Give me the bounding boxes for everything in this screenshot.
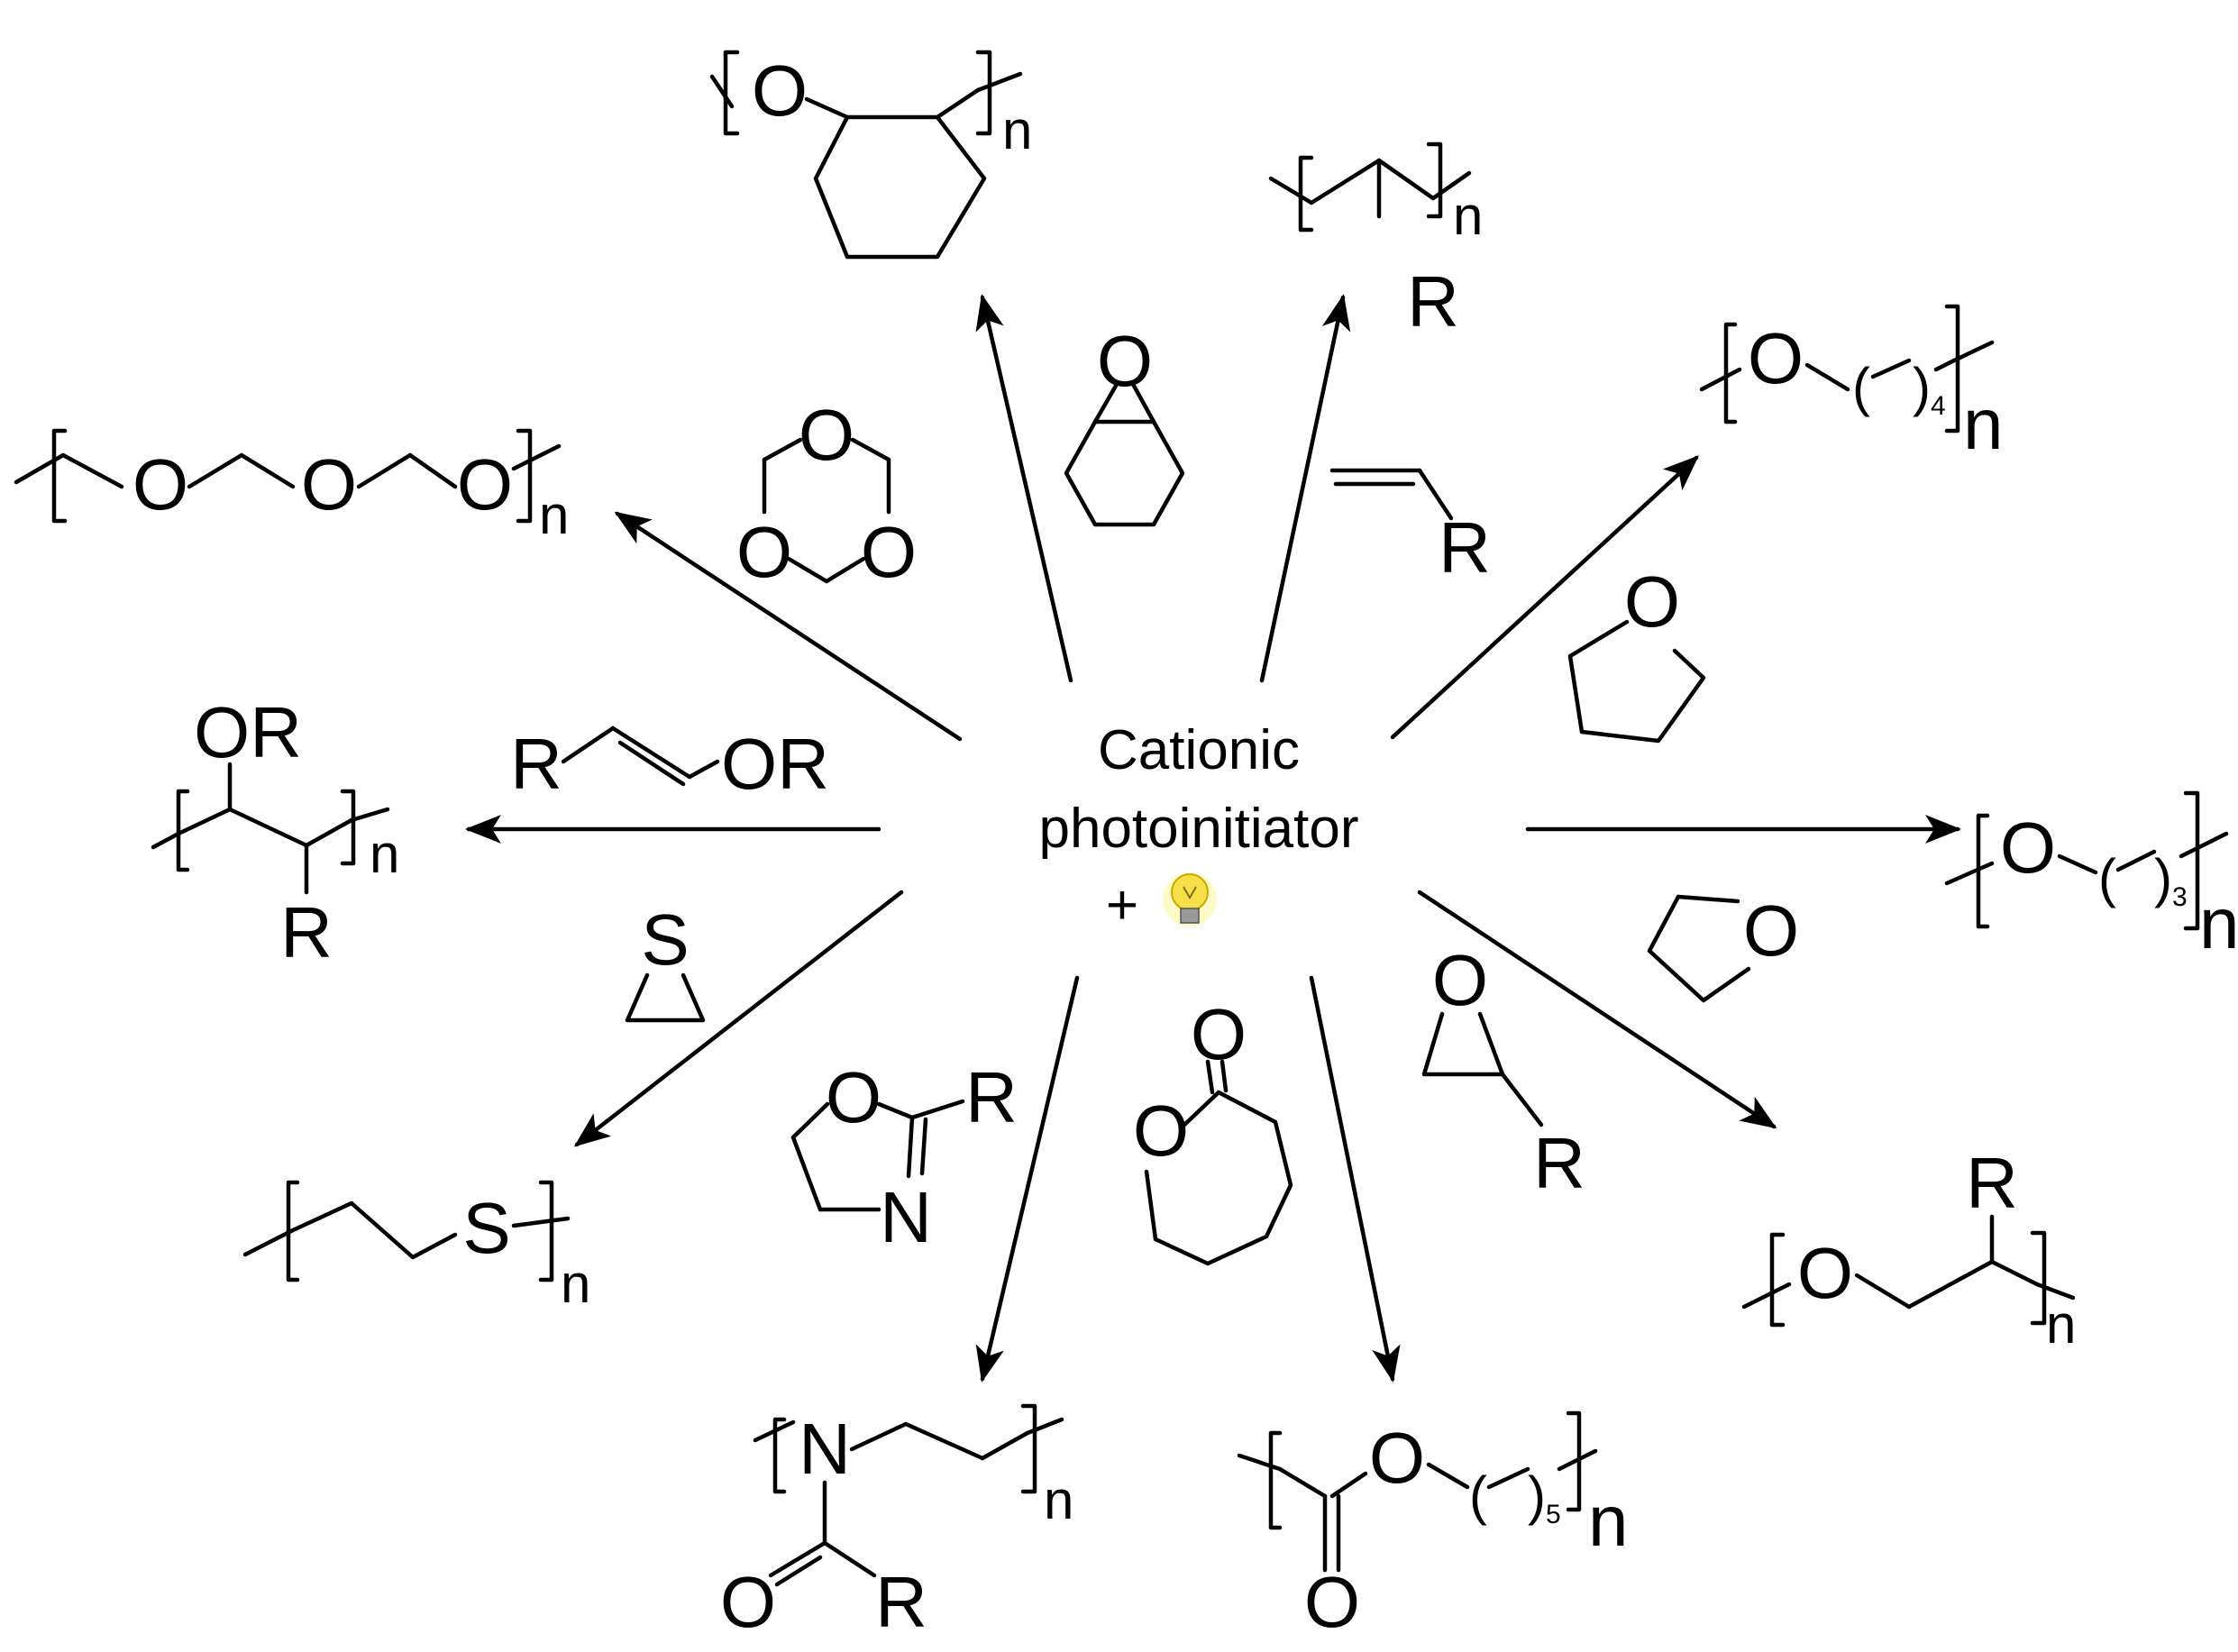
- atom-r: R: [1966, 1143, 2018, 1223]
- subscript-n: n: [370, 824, 399, 884]
- atom-o: O: [1797, 1233, 1853, 1313]
- atom-s: S: [641, 899, 689, 980]
- center-line-1: Cationic: [1098, 719, 1300, 781]
- paren-close: ): [1528, 1465, 1546, 1526]
- paren-close: ): [1913, 357, 1931, 417]
- atom-n: N: [799, 1409, 851, 1489]
- atom-o: O: [132, 444, 188, 525]
- subscript-n: n: [1588, 1481, 1629, 1561]
- polymer-poly-cyclohexene-oxide: ( O n: [709, 50, 1032, 260]
- subscript-4: 4: [1931, 391, 1946, 421]
- polymer-poly-vinyl-ether: OR n R: [151, 692, 399, 972]
- subscript-n: n: [2046, 1294, 2076, 1355]
- subscript-n: n: [561, 1254, 590, 1314]
- polymer-polythf: O ( ) 4 n: [1699, 304, 2004, 464]
- subscript-n: n: [539, 485, 569, 545]
- arrow-to-polyvinyl: [1259, 294, 1351, 683]
- polymer-polythiirane: S n: [242, 1180, 590, 1314]
- atom-o: O: [1432, 940, 1488, 1020]
- atom-o: O: [799, 395, 854, 475]
- light-bulb-icon: [1163, 872, 1217, 926]
- atom-o: O: [1304, 1562, 1360, 1642]
- paren-close: ): [2154, 848, 2172, 908]
- paren-open: (: [2098, 848, 2116, 908]
- arrow-to-polytrioxane: [614, 511, 963, 742]
- monomer-oxetane: O: [1647, 890, 1799, 1003]
- atom-or: OR: [721, 724, 829, 804]
- atom-o: O: [1369, 1418, 1425, 1498]
- atom-o: O: [752, 50, 808, 131]
- atom-o: O: [826, 1057, 881, 1137]
- arrow-to-polyepoxide: [1417, 890, 1777, 1129]
- center-line-2: photoinitiator: [1038, 798, 1358, 860]
- monomer-caprolactone: O O: [1133, 994, 1293, 1266]
- monomer-trioxane: O O O: [736, 395, 917, 592]
- subscript-n: n: [2199, 883, 2238, 963]
- subscript-3: 3: [2172, 882, 2188, 912]
- atom-r: R: [1533, 1123, 1585, 1203]
- atom-o: O: [1624, 561, 1680, 642]
- polymer-polyoxetane: O ( ) 3 n: [1944, 790, 2238, 963]
- atom-o: O: [2000, 808, 2056, 888]
- atom-r: R: [1407, 261, 1459, 342]
- monomer-oxazoline: O R N: [790, 1057, 1018, 1257]
- monomer-vinyl-ether: R OR: [510, 724, 829, 804]
- paren-open: (: [1852, 357, 1870, 417]
- atom-n: N: [880, 1177, 932, 1257]
- polymer-polycaprolactone: O ( ) 5 n O: [1237, 1410, 1629, 1642]
- monomer-thiirane: S: [625, 899, 706, 1023]
- atom-o: O: [301, 444, 357, 525]
- arrow-to-polythiirane: [573, 890, 904, 1147]
- center-label: Cationic photoinitiator +: [1038, 719, 1358, 936]
- arrow-to-polycaprolactone: [1309, 975, 1401, 1383]
- atom-o: O: [1097, 321, 1153, 401]
- atom-o: O: [736, 512, 792, 592]
- monomer-cyclohexene-oxide: O: [1064, 321, 1185, 527]
- polymer-polyoxazoline: N n O R: [720, 1403, 1073, 1642]
- atom-r: R: [965, 1057, 1018, 1137]
- paren-open: (: [1469, 1465, 1487, 1526]
- reaction-arrows: [465, 294, 1961, 1383]
- atom-r: R: [510, 724, 562, 804]
- subscript-n: n: [1453, 186, 1483, 246]
- atom-o: O: [457, 444, 513, 525]
- arrow-to-polycyclohexene-oxide: [975, 294, 1073, 683]
- atom-r: R: [875, 1562, 927, 1642]
- atom-or: OR: [194, 692, 302, 772]
- center-plus: +: [1106, 874, 1138, 936]
- monomer-thf: O: [1567, 561, 1706, 744]
- monomer-epoxide: O R: [1421, 940, 1585, 1203]
- atom-o: O: [861, 512, 917, 592]
- atom-o: O: [1748, 318, 1804, 398]
- polymer-polyepoxide: R O n: [1741, 1143, 2076, 1355]
- subscript-n: n: [1002, 100, 1032, 160]
- arrow-to-polyoxazoline: [975, 975, 1080, 1383]
- atom-r: R: [1439, 507, 1491, 588]
- subscript-n: n: [1044, 1470, 1073, 1530]
- subscript-n: n: [1963, 384, 2004, 464]
- monomer-vinyl: R: [1329, 468, 1491, 588]
- arrow-to-polythf: [1390, 455, 1699, 740]
- atom-o: O: [1191, 994, 1247, 1074]
- atom-o: O: [720, 1562, 776, 1642]
- atom-o: O: [1133, 1091, 1189, 1171]
- atom-s: S: [462, 1188, 510, 1268]
- atom-r: R: [280, 892, 333, 972]
- polymer-polyoxymethylene: O O O n: [14, 428, 569, 545]
- polymer-polyvinyl: n R: [1268, 141, 1483, 342]
- atom-o: O: [1743, 890, 1799, 971]
- subscript-5: 5: [1546, 1500, 1561, 1529]
